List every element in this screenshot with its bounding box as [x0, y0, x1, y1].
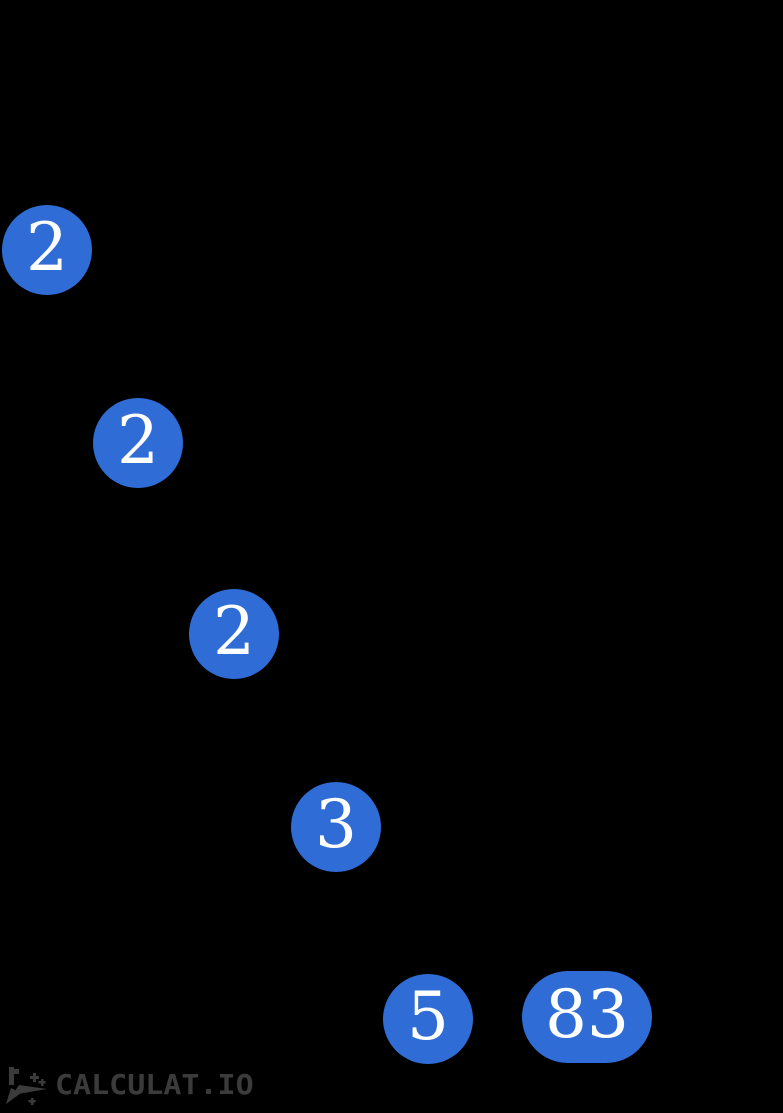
factor-node: 5 [383, 974, 473, 1064]
factor-node-value: 2 [117, 402, 159, 479]
factor-node-value: 2 [26, 209, 68, 286]
calculat-io-watermark: CALCULAT.IO [2, 1062, 254, 1108]
factor-node-value: 2 [213, 593, 255, 670]
factor-node: 2 [2, 205, 92, 295]
brand-text: CALCULAT.IO [55, 1068, 254, 1102]
factor-node: 83 [522, 971, 652, 1063]
factor-node-value: 5 [407, 978, 449, 1055]
rocket-icon [2, 1063, 48, 1107]
factor-node: 3 [291, 782, 381, 872]
factor-node-value: 83 [545, 976, 629, 1053]
factor-node: 2 [93, 398, 183, 488]
factor-node-value: 3 [315, 786, 357, 863]
factor-node: 2 [189, 589, 279, 679]
